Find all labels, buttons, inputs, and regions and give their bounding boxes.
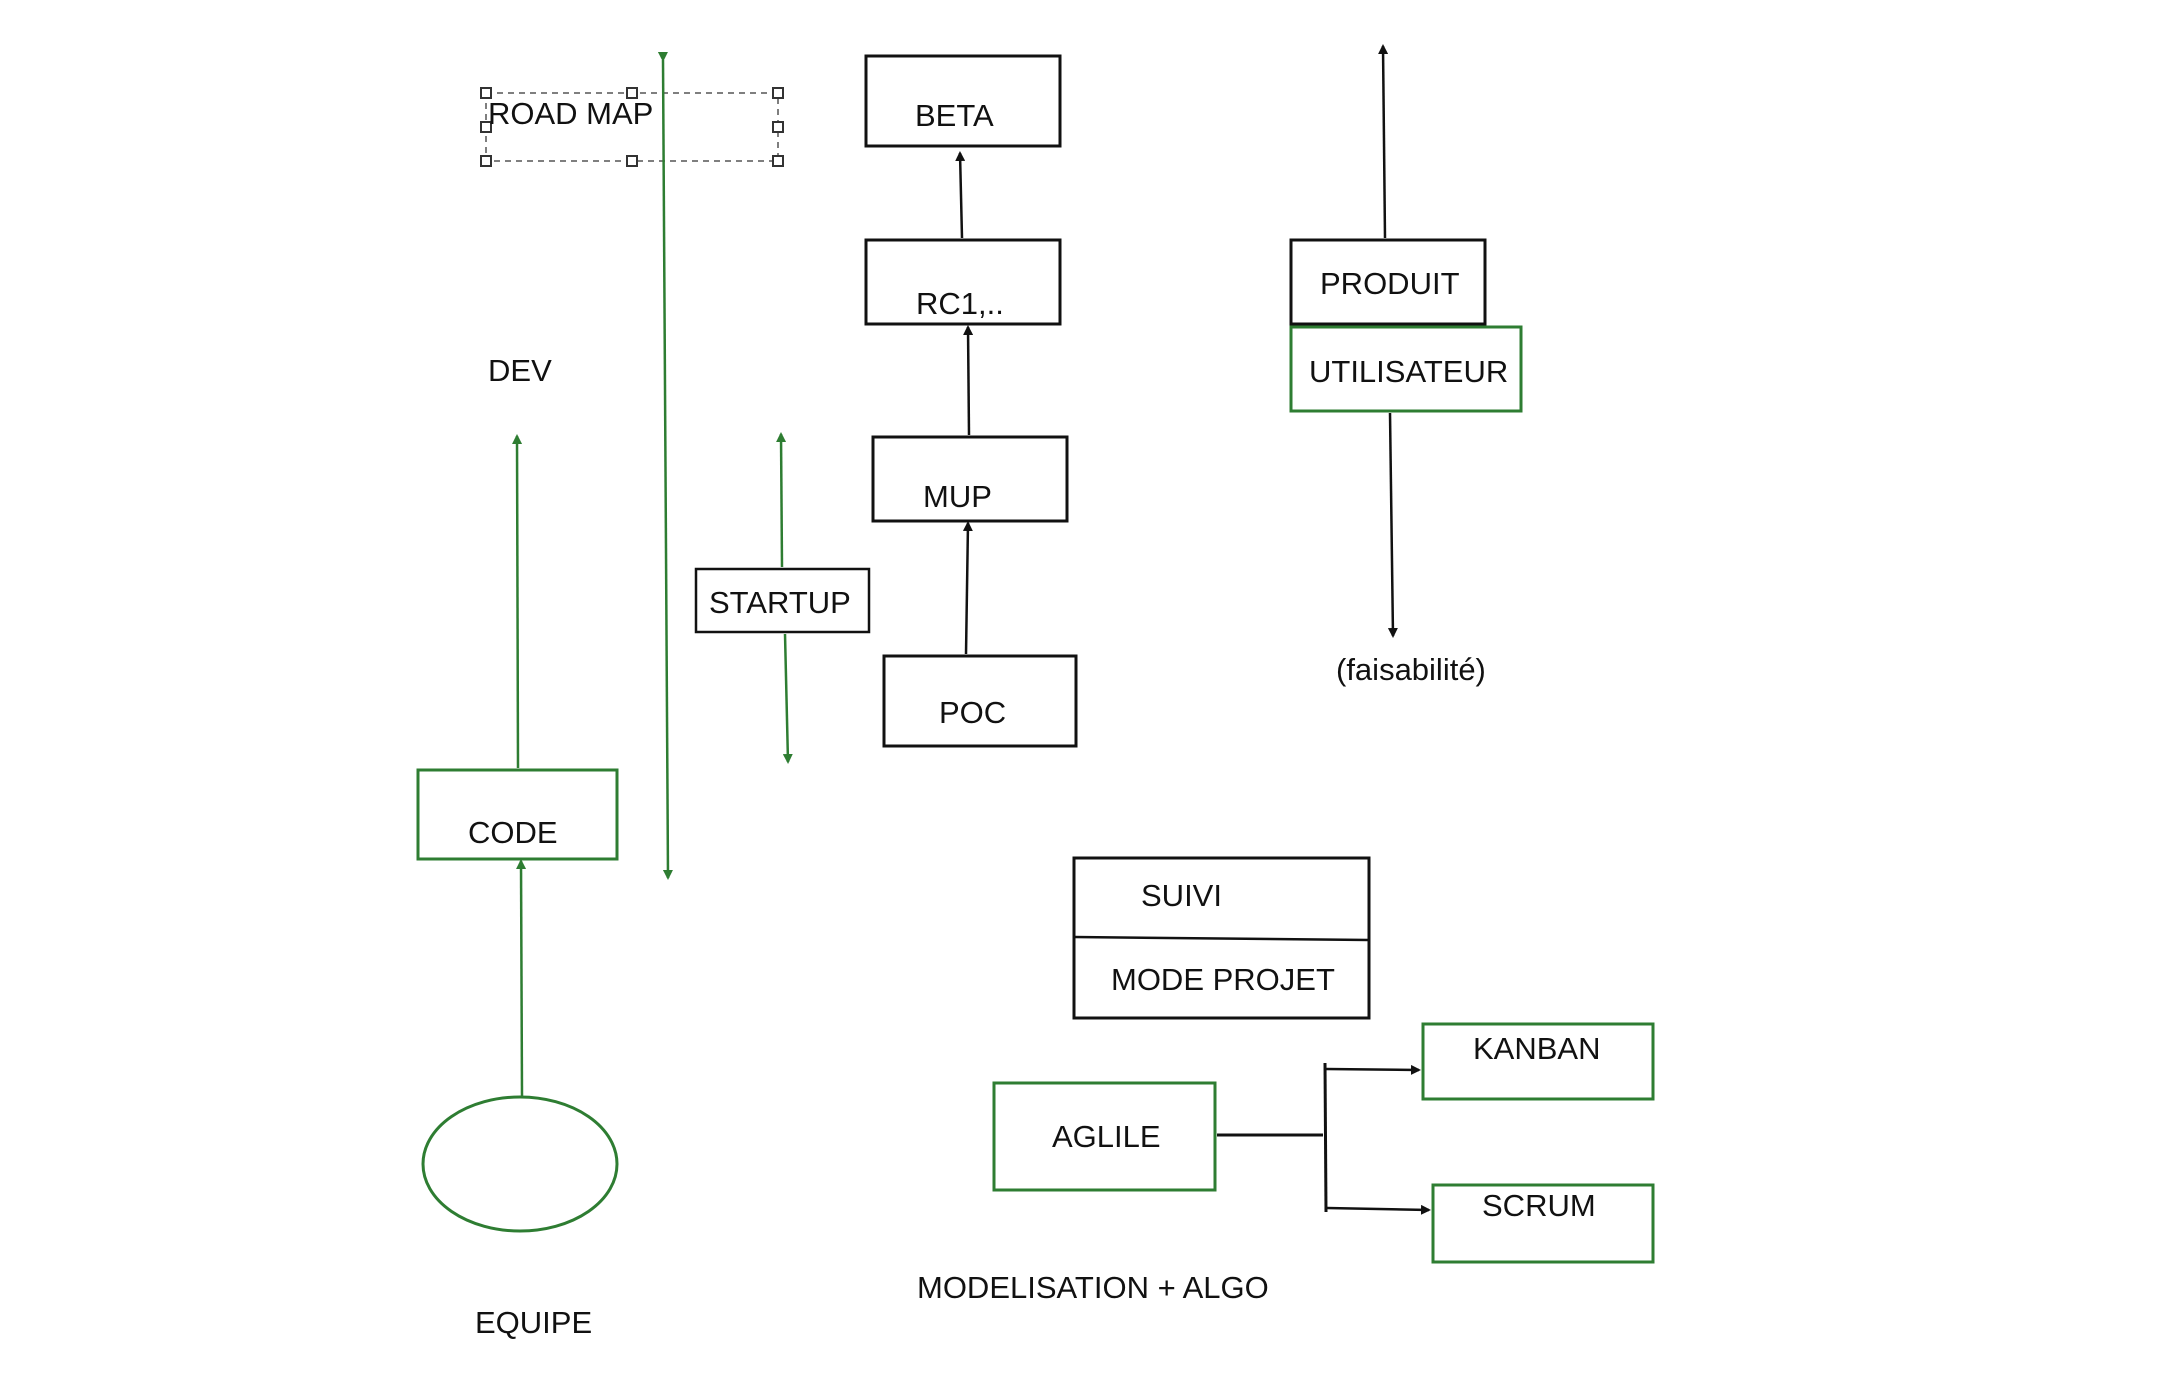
suivi-divider (1073, 935, 1370, 942)
equipe-ellipse[interactable] (421, 1095, 619, 1233)
utilisateur-box[interactable] (1289, 325, 1523, 413)
faisabilite-label: (faisabilité) (1336, 652, 1486, 687)
startup-down-arrow[interactable] (782, 633, 793, 764)
produit-up-arrow[interactable] (1378, 44, 1389, 239)
resize-handle[interactable] (772, 87, 784, 99)
mode-projet-label: MODE PROJET (1111, 962, 1335, 997)
mup-box[interactable] (871, 435, 1069, 523)
startup-label: STARTUP (709, 585, 851, 620)
startup-up-arrow[interactable] (776, 432, 787, 568)
poc-box[interactable] (882, 654, 1078, 748)
beta-box[interactable] (864, 54, 1062, 148)
roadmap-double-arrow[interactable] (657, 51, 673, 880)
beta-label: BETA (915, 98, 994, 133)
rc1-box[interactable] (864, 238, 1062, 326)
aglile-box[interactable] (992, 1081, 1217, 1192)
mup-to-rc1-arrow[interactable] (963, 325, 974, 436)
poc-label: POC (939, 695, 1007, 730)
kanban-box[interactable] (1421, 1022, 1655, 1101)
resize-handle[interactable] (480, 155, 492, 167)
rc1-to-beta-arrow[interactable] (955, 151, 966, 239)
road-map-selection[interactable] (480, 87, 784, 167)
aglile-label: AGLILE (1052, 1119, 1161, 1154)
produit-label: PRODUIT (1320, 266, 1460, 301)
equipe-label: EQUIPE (475, 1305, 593, 1340)
rc1-label: RC1,.. (916, 286, 1004, 321)
produit-box[interactable] (1289, 238, 1487, 326)
code-label: CODE (468, 815, 558, 850)
resize-handle[interactable] (772, 155, 784, 167)
equipe-to-code-arrow[interactable] (516, 859, 527, 1098)
resize-handle[interactable] (480, 87, 492, 99)
resize-handle[interactable] (480, 121, 492, 133)
utilisateur-label: UTILISATEUR (1309, 354, 1509, 389)
resize-handle[interactable] (626, 87, 638, 99)
to-kanban-arrow[interactable] (1325, 1064, 1421, 1075)
code-to-dev-arrow[interactable] (512, 434, 523, 769)
mup-label: MUP (923, 479, 992, 514)
to-scrum-arrow[interactable] (1326, 1204, 1431, 1215)
modelisation-label: MODELISATION + ALGO (917, 1270, 1269, 1305)
dev-label: DEV (488, 353, 552, 388)
poc-to-mup-arrow[interactable] (962, 521, 973, 655)
code-box[interactable] (416, 768, 619, 861)
scrum-label: SCRUM (1482, 1188, 1596, 1223)
resize-handle[interactable] (626, 155, 638, 167)
scrum-box[interactable] (1431, 1183, 1655, 1264)
startup-box[interactable] (694, 567, 871, 634)
road-map-label[interactable]: ROAD MAP (488, 96, 654, 131)
split-bar (1323, 1062, 1328, 1213)
kanban-label: KANBAN (1473, 1031, 1601, 1066)
resize-handle[interactable] (772, 121, 784, 133)
suivi-label: SUIVI (1141, 878, 1222, 913)
utilisateur-down-arrow[interactable] (1387, 412, 1398, 638)
